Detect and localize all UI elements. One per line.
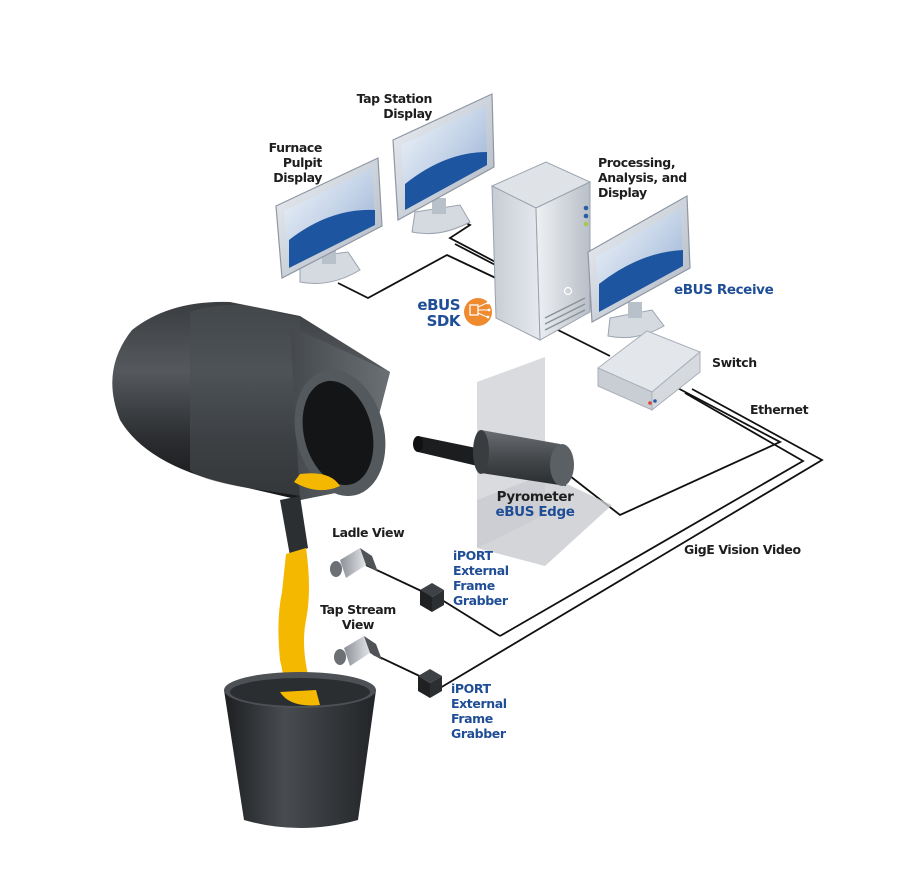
frame-grabber-2-label: iPORT External Frame Grabber [451,681,507,741]
ladle-bucket [224,672,376,828]
tap-stream-view-label: Tap Stream View [312,602,404,632]
ebus-receive-label: eBUS Receive [674,282,774,298]
label-line: Display [383,106,432,121]
label-line: External [453,563,509,578]
ladle-view-camera[interactable] [330,548,378,578]
label-line: eBUS [417,296,460,314]
tap-station-display-label: Tap Station Display [350,91,433,121]
ebus-sdk-label: eBUS SDK [408,297,460,329]
label-line: Frame [453,578,495,593]
switch-led-red [648,401,652,405]
cable-gige-1 [499,392,805,637]
frame-grabber-1-label: iPORT External Frame Grabber [453,548,509,608]
label-line: Grabber [451,726,506,741]
gige-vision-video-link-label: GigE Vision Video [684,542,801,557]
label-line: Pulpit [282,155,323,170]
label-line: iPORT [451,681,491,696]
furnace-pulpit-display-label: Furnace Pulpit Display [252,140,323,185]
frame-grabber-1-icon[interactable] [420,583,444,612]
label-line: Pyrometer [496,489,574,505]
label-line: iPORT [453,548,493,563]
ebus-sdk-badge-icon [464,298,492,326]
ebus-receive-monitor[interactable] [587,194,691,339]
label-line: Processing, [598,155,676,170]
tap-station-display-monitor[interactable] [392,93,495,235]
processing-label: Processing, Analysis, and Display [598,155,687,200]
label-line: Display [273,170,322,185]
label-line: View [341,617,375,632]
cable-ethernet-pyrometer [551,383,783,517]
ladle-view-label: Ladle View [332,525,405,540]
label-line: Grabber [453,593,508,608]
pc-led-blue-2 [583,213,589,219]
furnace-pulpit-display-monitor[interactable] [275,157,383,284]
cable-grabber1-to-bundle [441,599,501,637]
label-line: SDK [426,312,461,330]
switch-led-blue [653,399,657,403]
switch-label: Switch [712,355,757,370]
pc-led-blue-1 [583,205,589,211]
frame-grabber-2-icon[interactable] [418,669,442,698]
cable-pc-to-switch [557,329,611,357]
pc-led-green [583,221,589,227]
label-line: Tap Stream [320,602,396,617]
tap-stream-view-camera[interactable] [334,636,382,666]
processing-tower-pc[interactable] [490,161,592,341]
ebus-edge-label: eBUS Edge [495,504,575,520]
cable-pulpit-to-pc [337,253,501,300]
pyrometer-label: Pyrometer eBUS Edge [485,490,585,520]
ethernet-link-label: Ethernet [750,402,809,417]
label-line: Display [598,185,647,200]
pc-power-button[interactable] [563,286,573,296]
furnace [112,301,391,556]
network-switch[interactable] [597,330,701,412]
label-line: Tap Station [356,91,433,106]
molten-metal-in-furnace [294,473,340,491]
cable-gige-2 [439,388,824,689]
pc-vent-slots [544,297,586,331]
furnace-spout [280,496,308,556]
label-line: External [451,696,507,711]
label-line: Analysis, and [598,170,687,185]
label-line: Frame [451,711,493,726]
label-line: Furnace [268,140,323,155]
pyrometer[interactable] [413,430,574,486]
